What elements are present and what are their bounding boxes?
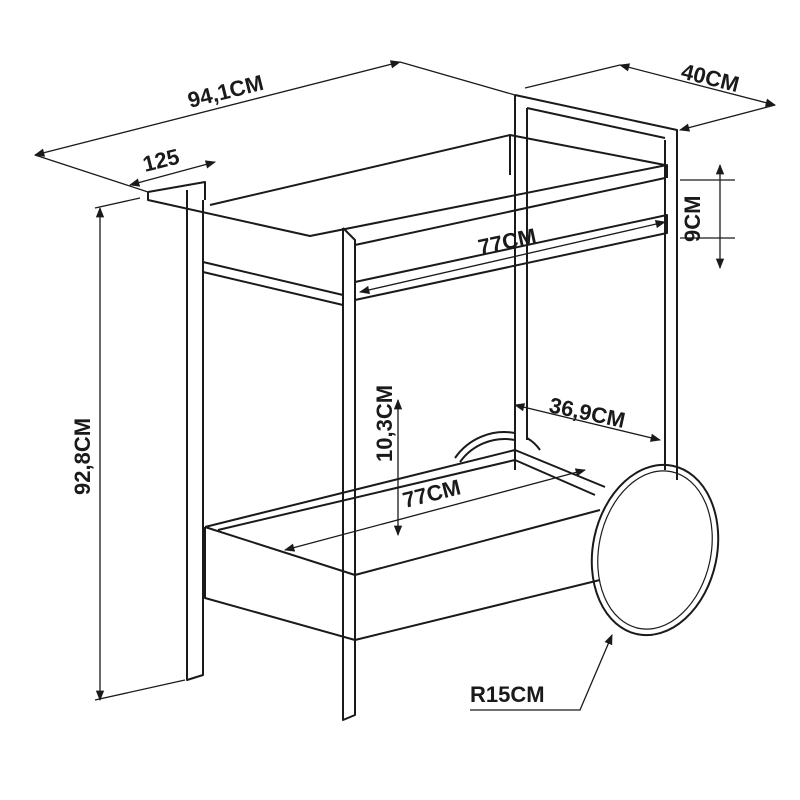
bottom-tray bbox=[204, 449, 606, 641]
bottom-tray-length-label: 77CM bbox=[400, 474, 463, 512]
side-rail bbox=[202, 261, 344, 306]
wheel-radius-label: R15CM bbox=[470, 682, 545, 707]
front-left-post bbox=[186, 190, 204, 681]
back-handle-frame bbox=[514, 94, 678, 480]
top-tray-length-label: 77CM bbox=[476, 223, 539, 260]
bottom-tray-height-label: 10,3CM bbox=[372, 385, 397, 462]
bottom-tray-depth-label: 36,9CM bbox=[547, 392, 628, 432]
top-tray bbox=[147, 134, 668, 301]
dimension-lines bbox=[33, 60, 777, 711]
overall-height-label: 92,8CM bbox=[70, 418, 95, 495]
handle-offset-label: 125 bbox=[140, 144, 182, 177]
depth-label: 40CM bbox=[679, 59, 742, 97]
tray-height-label: 9CM bbox=[680, 196, 705, 242]
front-wheel bbox=[590, 463, 720, 637]
front-right-post bbox=[342, 227, 356, 721]
